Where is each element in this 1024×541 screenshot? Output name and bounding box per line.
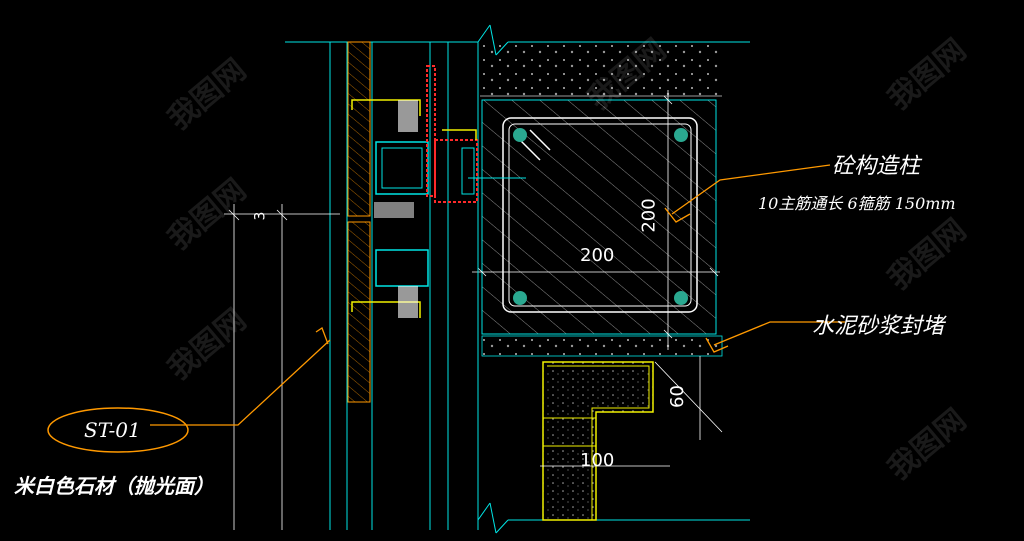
rebar	[513, 128, 527, 142]
mortar-label: 水泥砂浆封堵	[812, 314, 945, 339]
column-spec: 10主筋通长 6箍筋 150mm	[758, 194, 956, 213]
dim-block-height: 60	[666, 385, 688, 408]
slab-top	[285, 24, 750, 97]
tag-label: ST-01	[84, 418, 141, 442]
dim-block-width: 100	[580, 450, 615, 471]
left-dimensions	[224, 204, 340, 530]
tag-bubble	[47, 407, 189, 453]
block-wall	[540, 356, 723, 521]
facade-system	[329, 41, 526, 530]
column-dimensions	[472, 90, 720, 350]
concrete-column	[481, 99, 717, 335]
dim-gap: 3	[252, 211, 269, 221]
rebar	[674, 128, 688, 142]
stone-label: 米白色石材（抛光面）	[14, 474, 214, 498]
dim-col-width: 200	[580, 245, 615, 266]
mortar-layer	[481, 335, 723, 357]
slab-bottom	[477, 502, 750, 534]
rebar	[513, 291, 527, 305]
leaders	[150, 164, 845, 426]
dim-col-height: 200	[638, 198, 660, 233]
rebar	[674, 291, 688, 305]
column-title: 砼构造柱	[832, 154, 921, 179]
